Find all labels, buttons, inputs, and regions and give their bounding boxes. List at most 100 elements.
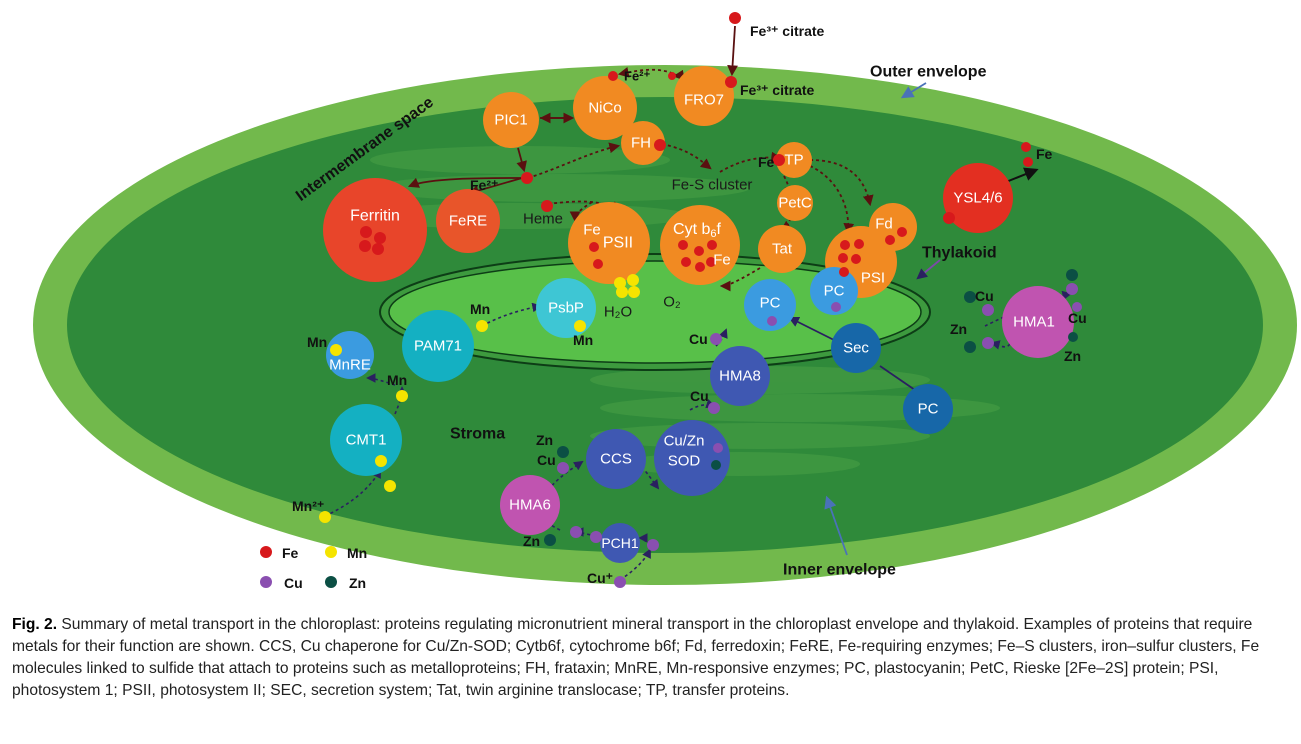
legend-cu-label: Cu [284, 575, 303, 591]
ccs-label: CCS [600, 451, 632, 468]
cu-plus-label: Cu⁺ [587, 570, 613, 586]
mn-psbp-label: Mn [470, 301, 490, 317]
pc2-node [810, 267, 858, 315]
fe2-label: Fe²⁺ [470, 177, 498, 193]
ferritin-label: Ferritin [350, 208, 400, 225]
zn-hma1-label: Zn [950, 321, 967, 337]
pam71-node [402, 310, 474, 382]
legend-fe-swatch [260, 546, 272, 558]
tp-label: TP [784, 152, 803, 169]
psii-node [568, 202, 650, 284]
cuzn-sod-label-2: SOD [668, 453, 701, 470]
fro7-label: FRO7 [684, 92, 724, 109]
fere-node [436, 189, 500, 253]
figure-caption: Fig. 2. Summary of metal transport in th… [12, 614, 1294, 702]
pc3-label: PC [918, 401, 939, 418]
cuzn-sod-node [654, 420, 730, 496]
sec-label: Sec [843, 340, 869, 357]
mnre-node [326, 331, 374, 379]
fh-node [621, 121, 665, 165]
fe-cyt-label: Fe [713, 252, 731, 269]
hma6-label: HMA6 [509, 497, 551, 514]
tp-node [776, 142, 812, 178]
cu-hma8-label-b: Cu [690, 388, 709, 404]
zn-hma6-label: Zn [523, 533, 540, 549]
fe-atoms [359, 12, 1033, 277]
mn-atoms [319, 274, 640, 523]
tat-node [758, 225, 806, 273]
hma8-node [710, 346, 770, 406]
pch1-label: PCH1 [601, 535, 639, 551]
ferritin-node [323, 178, 427, 282]
petc-label: PetC [778, 195, 812, 212]
mn2-label: Mn²⁺ [292, 498, 324, 514]
legend-zn-swatch [325, 576, 337, 588]
zn-atoms [544, 269, 1078, 546]
cytb6f-label: Cyt b6f [673, 221, 721, 241]
legend-fe-label: Fe [282, 545, 299, 561]
pch1-node [600, 523, 640, 563]
chloroplast-metal-transport-diagram: Intermembrane space Outer envelope Thyla… [33, 12, 1297, 591]
sec-node [831, 323, 881, 373]
cu-hma8-label: Cu [689, 331, 708, 347]
psi-label: PSI [861, 270, 885, 287]
fere-label: FeRE [449, 213, 487, 230]
protein-labels: PIC1 NiCo FRO7 FH TP PetC YSL4/6 Ferriti… [329, 92, 1055, 552]
psii-label: PSII [603, 235, 633, 252]
o2-label: O₂ [663, 294, 681, 311]
outer-envelope-pointer [900, 82, 927, 99]
pic1-node [483, 92, 539, 148]
stroma-label: Stroma [450, 426, 505, 443]
tat-label: Tat [772, 241, 793, 258]
ccs-node [586, 429, 646, 489]
pc1-label: PC [760, 295, 781, 312]
fe3-citrate-label-top: Fe³⁺ citrate [750, 23, 825, 39]
ysl-label: YSL4/6 [953, 190, 1002, 207]
hma1-node [1002, 286, 1074, 358]
nico-node [573, 76, 637, 140]
inner-envelope-pointer [824, 495, 848, 556]
petc-node [777, 185, 813, 221]
fe-out-label: Fe [1036, 146, 1053, 162]
ysl-node [943, 163, 1013, 233]
mn-cmt-label: Mn [387, 372, 407, 388]
outer-envelope-label: Outer envelope [870, 64, 987, 81]
fes-cluster-label: Fe-S cluster [672, 177, 753, 194]
figure-number: Fig. 2. [12, 616, 58, 633]
nico-label: NiCo [588, 100, 621, 117]
fh-label: FH [631, 135, 651, 152]
legend-cu-swatch [260, 576, 272, 588]
cu-hma1-label: Cu [975, 288, 994, 304]
psbp-label: PsbP [548, 300, 584, 317]
pic1-label: PIC1 [494, 112, 527, 129]
fd-label: Fd [875, 216, 893, 233]
inner-envelope-label: Inner envelope [783, 562, 896, 579]
legend-mn-label: Mn [347, 545, 367, 561]
fe3-citrate-label: Fe³⁺ citrate [740, 82, 815, 98]
zn-ccs-label: Zn [536, 432, 553, 448]
thylakoid-label: Thylakoid [922, 245, 997, 262]
h2o-label: H₂O [604, 304, 632, 321]
cu-hma1-label-b: Cu [1068, 310, 1087, 326]
fe-tp-label: Fe [758, 154, 775, 170]
sec-pathway-lines [788, 317, 916, 391]
mnre-label: MnRE [329, 357, 371, 374]
zn-hma1-label-b: Zn [1064, 348, 1081, 364]
hma1-label: HMA1 [1013, 314, 1055, 331]
fro7-node [674, 66, 734, 126]
cytb6f-node [660, 205, 740, 285]
cu-ccs-label: Cu [537, 452, 556, 468]
fe2-label-top: Fe²⁺ [624, 69, 651, 84]
hma6-node [500, 475, 560, 535]
caption-text: Summary of metal transport in the chloro… [12, 616, 1260, 699]
mn-psbp-label-b: Mn [573, 332, 593, 348]
cu-atoms [557, 283, 1082, 588]
protein-circles [323, 66, 1074, 563]
hma8-label: HMA8 [719, 368, 761, 385]
fe-psii-label: Fe [583, 222, 601, 239]
cuzn-sod-label-1: Cu/Zn [664, 433, 705, 450]
pc1-node [744, 279, 796, 331]
legend: Fe Mn Cu Zn [260, 545, 367, 591]
pc3-node [903, 384, 953, 434]
legend-mn-swatch [325, 546, 337, 558]
